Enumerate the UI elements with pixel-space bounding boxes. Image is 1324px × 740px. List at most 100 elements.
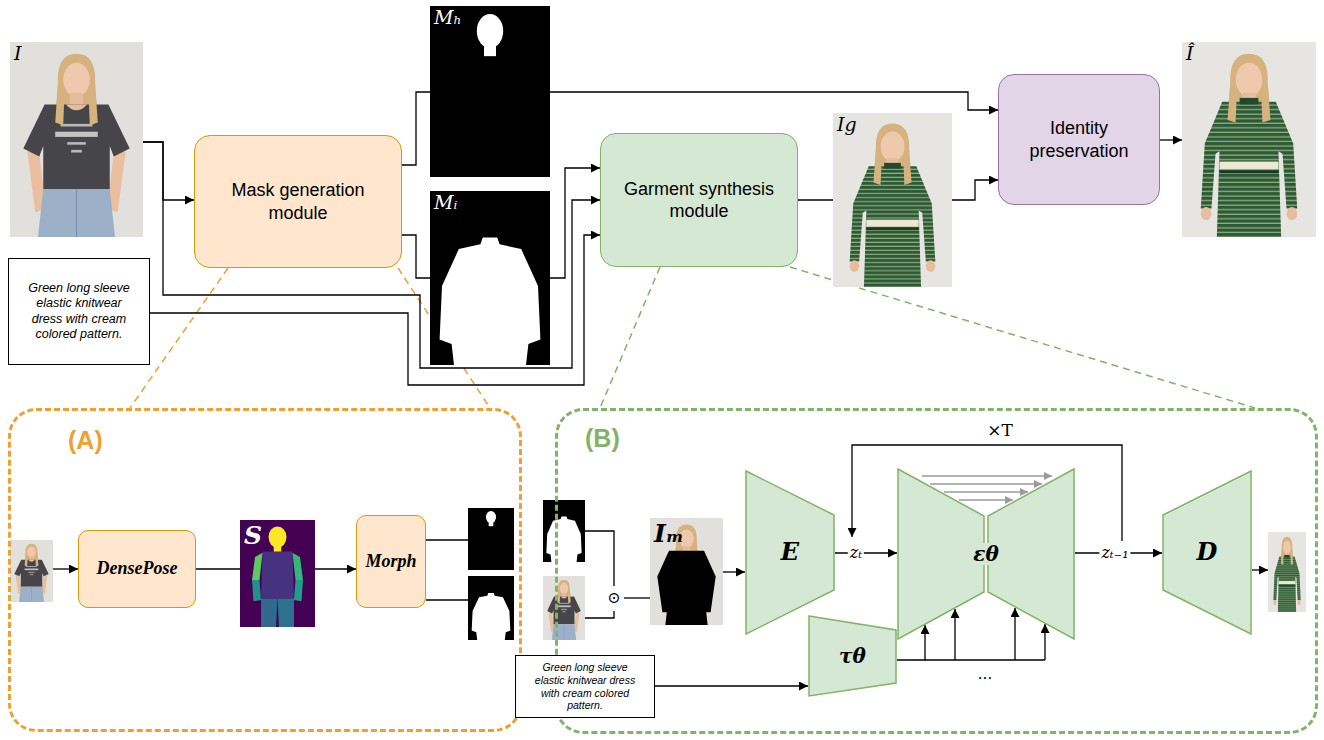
input-image: I [10, 42, 143, 237]
body-mask [543, 500, 585, 562]
detail-panel: (A) DensePose S Morph [8, 408, 522, 732]
skip-arrow [944, 491, 1028, 492]
unet-shape: εθ [897, 468, 1075, 640]
process-box: DensePose [78, 530, 196, 608]
skip-arrow [959, 499, 1013, 500]
leader-line [600, 267, 660, 408]
module-label: Identity preservation [1013, 117, 1145, 162]
person-photo [543, 576, 585, 640]
image-label: Mₕ [434, 8, 462, 28]
wire [585, 531, 614, 586]
skip-arrow [930, 483, 1042, 484]
person-photo [10, 540, 53, 602]
detail-panel: (B) IₘEεθ Dτθ [555, 408, 1318, 734]
edge-label-holder: zₜ₋₁ [1099, 544, 1130, 562]
math-symbol: D [1197, 539, 1218, 565]
module-label: Garment synthesis module [615, 178, 783, 223]
math-symbol: τθ [839, 645, 866, 667]
generated-image: Ig [833, 113, 952, 287]
wire [624, 597, 650, 598]
math-label: ... [976, 666, 994, 683]
generated-photo [833, 113, 952, 287]
panel-heading: (B) [585, 425, 620, 453]
connector [835, 552, 897, 553]
wire [426, 539, 468, 540]
process-label: DensePose [97, 559, 178, 579]
wire [585, 611, 614, 618]
layout-wires [53, 445, 1268, 660]
text-encoder-trapezoid: τθ [808, 615, 897, 697]
trapezoid [809, 616, 896, 696]
math-label: ×T [985, 421, 1015, 440]
math-symbol: εθ [970, 543, 1002, 565]
wire [1252, 569, 1268, 570]
module-box: Identity preservation [998, 74, 1160, 205]
connector [952, 180, 998, 200]
module-box: Garment synthesis module [600, 133, 798, 267]
connector [655, 685, 808, 686]
label-holder: ... [976, 665, 994, 683]
label-holder: ⊙ [605, 589, 622, 607]
text-prompt: Green long sleeve elastic knitwear dress… [8, 258, 150, 365]
connector [550, 168, 600, 278]
latent-label: zₜ₋₁ [1099, 544, 1130, 562]
connector [798, 199, 833, 200]
decoder-trapezoid: D [1162, 470, 1252, 635]
label-holder: ×T [985, 421, 1015, 440]
wire [426, 599, 468, 600]
body-mask [468, 576, 514, 640]
connector [143, 142, 194, 200]
module-box: Mask generation module [194, 135, 402, 268]
wire [53, 568, 78, 569]
skip-arrow [922, 475, 1052, 476]
panel-heading: (A) [68, 427, 103, 455]
prompt-text: Green long sleeve elastic knitwear dress… [528, 661, 642, 712]
output-image: Î [1182, 42, 1316, 237]
image-label: Mᵢ [434, 193, 457, 213]
loop-wire [852, 445, 1122, 541]
person-photo [10, 42, 143, 237]
latent-label: zₜ [848, 544, 864, 562]
connector [315, 568, 356, 569]
image-label: S [244, 522, 262, 550]
image-label: Iₘ [654, 520, 684, 548]
image-label: Ig [837, 115, 857, 135]
edge-label-holder: zₜ [848, 544, 864, 562]
math-symbol: E [781, 539, 799, 565]
wire [954, 609, 955, 660]
image-label: I [14, 44, 22, 64]
densepose-image: S [240, 520, 315, 627]
trapezoid [1163, 471, 1251, 634]
wire [925, 659, 1045, 660]
head-mask [468, 508, 514, 570]
text-prompt: Green long sleeve elastic knitwear dress… [515, 655, 655, 718]
prompt-text: Green long sleeve elastic knitwear dress… [21, 281, 137, 342]
wire [1044, 624, 1045, 660]
leader-line [790, 267, 1255, 408]
connector [550, 92, 998, 110]
connector [1160, 139, 1182, 140]
masked-image: Iₘ [650, 518, 723, 625]
connector [723, 571, 745, 572]
inpaint-mask-image: Mᵢ [430, 191, 550, 365]
masked-photo [650, 518, 723, 625]
image-label: Î [1186, 44, 1194, 64]
process-label: Morph [365, 552, 416, 572]
wire [1014, 608, 1015, 660]
connector [402, 92, 430, 165]
connector [196, 568, 240, 569]
connector [402, 235, 430, 278]
densepose-map [240, 520, 315, 627]
callout-leaders [130, 267, 1255, 408]
output-photo [1182, 42, 1316, 237]
encoder-trapezoid: E [745, 470, 835, 635]
math-label: ⊙ [605, 589, 622, 607]
head-mask-image: Mₕ [430, 6, 550, 177]
trapezoid [746, 471, 834, 634]
output-photo [1268, 532, 1306, 612]
head-mask [430, 6, 550, 177]
process-box: Morph [356, 515, 426, 608]
body-mask [430, 191, 550, 365]
